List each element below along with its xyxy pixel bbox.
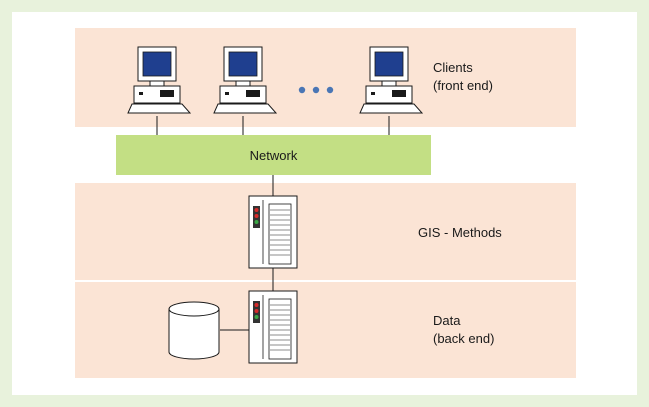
ellipsis-icon [298,86,334,94]
database-icon [168,301,220,360]
gis-methods-band [75,183,576,280]
network-label: Network [249,147,298,163]
gis-server-icon [248,195,298,269]
clients-subtitle: (front end) [433,78,493,93]
data-label: Data (back end) [433,312,494,348]
clients-title: Clients [433,60,473,75]
clients-label: Clients (front end) [433,59,493,95]
network-bar: Network [116,135,431,175]
data-band [75,282,576,378]
client-computer-icon [127,46,191,114]
data-title: Data [433,313,461,328]
client-computer-icon [213,46,277,114]
data-server-icon [248,290,298,364]
data-subtitle: (back end) [433,331,495,346]
client-computer-icon [359,46,423,114]
gis-methods-label: GIS - Methods [418,225,502,240]
